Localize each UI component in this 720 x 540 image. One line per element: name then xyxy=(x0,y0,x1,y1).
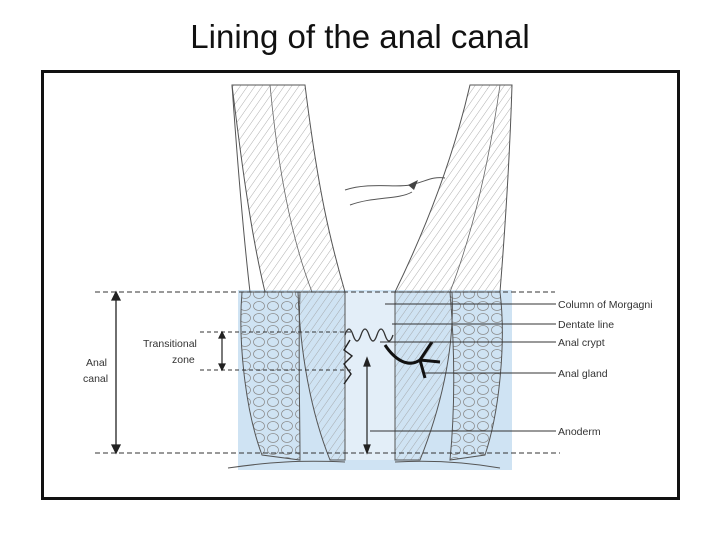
left-sphincter xyxy=(240,291,346,461)
anoderm-measure xyxy=(363,356,371,455)
label-anoderm: Anoderm xyxy=(558,426,601,438)
label-transitional-zone-line1: Transitional xyxy=(143,338,197,350)
slide-title: Lining of the anal canal xyxy=(190,18,530,55)
anal-canal-lumen xyxy=(344,292,396,460)
label-column-of-morgagni: Column of Morgagni xyxy=(558,299,653,311)
peritoneal-fold xyxy=(344,177,446,206)
label-anal-canal-line1: Anal xyxy=(86,357,107,369)
label-anal-crypt: Anal crypt xyxy=(558,337,605,349)
anal-gland xyxy=(383,341,441,379)
label-anal-gland: Anal gland xyxy=(558,368,608,380)
leader-lines xyxy=(370,303,556,432)
label-dentate-line: Dentate line xyxy=(558,319,614,331)
label-anal-canal-line2: canal xyxy=(83,373,108,385)
anal-crypts xyxy=(343,328,394,385)
left-rectal-wall xyxy=(231,84,346,293)
perianal-skin xyxy=(227,460,501,469)
reference-lines xyxy=(95,291,560,454)
label-transitional-zone-line2: zone xyxy=(172,354,195,366)
transitional-zone-measure xyxy=(218,330,226,372)
anal-canal-measure xyxy=(110,290,122,455)
